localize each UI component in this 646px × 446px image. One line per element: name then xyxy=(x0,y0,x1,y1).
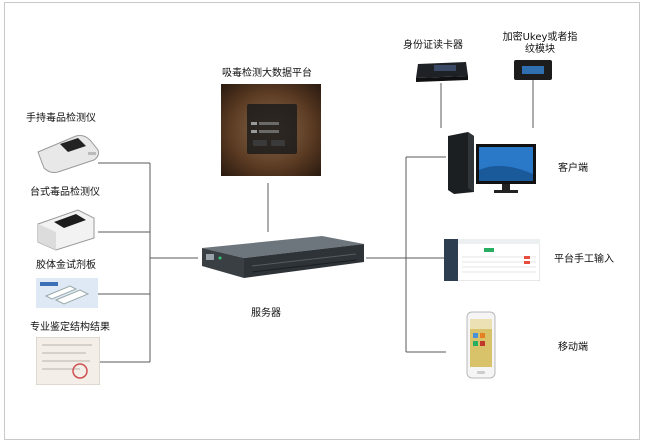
fingerprint-module-icon xyxy=(514,60,552,80)
server-label: 服务器 xyxy=(251,308,281,319)
mobile-phone-icon xyxy=(466,311,496,379)
web-platform-icon xyxy=(443,238,541,282)
fingerprint-module-label: 加密Ukey或者指 纹模块 xyxy=(500,32,580,56)
platform-login-screenshot xyxy=(221,84,321,176)
platform-label: 吸毒检测大数据平台 xyxy=(222,68,312,79)
desktop-detector-label: 台式毒品检测仪 xyxy=(30,187,100,198)
desktop-pc-icon xyxy=(446,130,538,196)
client-label: 客户端 xyxy=(558,163,588,174)
desktop-detector-icon xyxy=(34,204,98,254)
test-strip-icon xyxy=(36,278,98,308)
report-document-icon xyxy=(35,336,101,386)
id-card-reader-label: 身份证读卡器 xyxy=(403,40,463,51)
report-document-label: 专业鉴定结构结果 xyxy=(30,322,110,333)
id-card-reader-icon xyxy=(414,58,470,84)
test-strip-label: 胶体金试剂板 xyxy=(36,260,96,271)
fingerprint-module-label-line1: 加密Ukey或者指 xyxy=(502,32,578,43)
fingerprint-module-label-line2: 纹模块 xyxy=(525,44,555,55)
handheld-detector-label: 手持毒品检测仪 xyxy=(26,113,96,124)
handheld-detector-icon xyxy=(32,130,102,176)
diagram-frame xyxy=(4,2,640,440)
server-icon xyxy=(196,234,368,282)
web-platform-label: 平台手工输入 xyxy=(554,254,614,265)
mobile-label: 移动端 xyxy=(558,342,588,353)
